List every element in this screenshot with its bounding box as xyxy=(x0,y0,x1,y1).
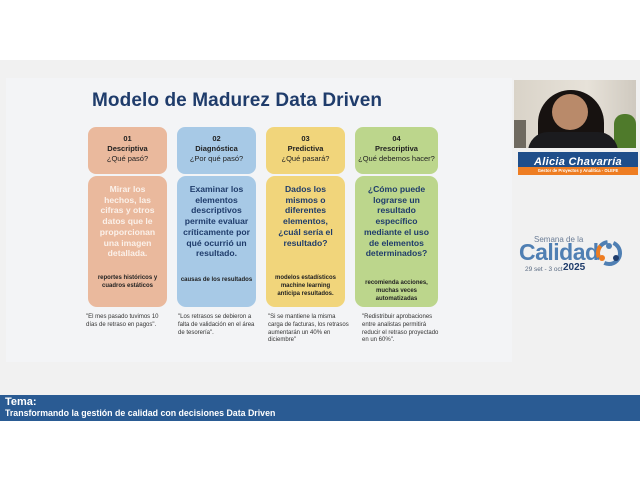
stage-name: Descriptiva xyxy=(107,144,148,153)
stage-description: Mirar los hechos, las cifras y otros dat… xyxy=(99,184,156,259)
stage-number: 04 xyxy=(392,134,401,143)
stage-body-diagnostica: Examinar los elementos descriptivos perm… xyxy=(177,176,256,307)
bottom-letterbox xyxy=(0,421,640,480)
stage-header-descriptiva: 01 Descriptiva ¿Qué pasó? xyxy=(88,127,167,174)
stage-body-descriptiva: Mirar los hechos, las cifras y otros dat… xyxy=(88,176,167,307)
event-dates: 29 set - 3 oct xyxy=(525,266,563,273)
stage-name: Predictiva xyxy=(287,144,324,153)
stage-number: 02 xyxy=(212,134,221,143)
stage-header-predictiva: 03 Predictiva ¿Qué pasará? xyxy=(266,127,345,174)
stage-header-prescriptiva: 04 Prescriptiva ¿Qué debemos hacer? xyxy=(355,127,438,174)
topic-text: Transformando la gestión de calidad con … xyxy=(5,408,276,418)
stage-footer: modelos estadísticos machine learning an… xyxy=(274,275,337,297)
speaker-face-shape xyxy=(552,94,588,130)
stage-description: Dados los mismos o diferentes elementos,… xyxy=(278,184,333,248)
stage-body-prescriptiva: ¿Cómo puede lograrse un resultado especí… xyxy=(355,176,438,307)
event-logo-icon xyxy=(596,240,622,266)
stage-body-predictiva: Dados los mismos o diferentes elementos,… xyxy=(266,176,345,307)
stage-question: ¿Qué debemos hacer? xyxy=(358,154,435,163)
stage-name: Diagnóstica xyxy=(195,144,238,153)
stage-question: ¿Por qué pasó? xyxy=(189,154,244,163)
speaker-role-plate: Gestor de Proyectos y Analítica - OLEFE xyxy=(518,167,638,175)
stage-quote: "Redistribuir aprobaciones entre analist… xyxy=(362,314,439,344)
stage-footer: reportes históricos y cuadros estáticos xyxy=(97,275,158,289)
stage-footer: recomienda acciones, muchas veces automa… xyxy=(365,280,428,302)
event-year: 2025 xyxy=(563,262,586,273)
speaker-name-plate: Alicia Chavarría xyxy=(518,152,638,168)
speaker-shirt-shape xyxy=(528,132,618,148)
speaker-role: Gestor de Proyectos y Analítica - OLEFE xyxy=(537,168,619,173)
stage-question: ¿Qué pasó? xyxy=(106,154,149,163)
event-logo-main: Calidad xyxy=(519,239,599,265)
stage-quote: "Si se mantiene la misma carga de factur… xyxy=(268,314,349,344)
stage-question: ¿Qué pasará? xyxy=(281,154,330,163)
bookshelf-shape xyxy=(514,120,526,148)
speaker-video xyxy=(514,80,636,148)
stage-quote: "El mes pasado tuvimos 10 días de retras… xyxy=(86,314,159,328)
stage-name: Prescriptiva xyxy=(375,144,418,153)
event-logo-top: Semana de la xyxy=(534,235,584,244)
plant-shape xyxy=(614,114,636,148)
topic-banner xyxy=(0,395,640,421)
speaker-name: Alicia Chavarría xyxy=(534,156,622,168)
stage-number: 03 xyxy=(301,134,310,143)
topic-label: Tema: xyxy=(5,396,37,408)
stage-description: Examinar los elementos descriptivos perm… xyxy=(183,184,250,259)
top-letterbox xyxy=(0,0,640,60)
stage-quote: "Los retrasos se debieron a falta de val… xyxy=(178,314,255,336)
stage-number: 01 xyxy=(123,134,132,143)
stage-footer: causas de los resultados xyxy=(180,277,253,283)
slide-title: Modelo de Madurez Data Driven xyxy=(92,90,383,111)
stage-header-diagnostica: 02 Diagnóstica ¿Por qué pasó? xyxy=(177,127,256,174)
stage-description: ¿Cómo puede lograrse un resultado especí… xyxy=(364,184,429,259)
